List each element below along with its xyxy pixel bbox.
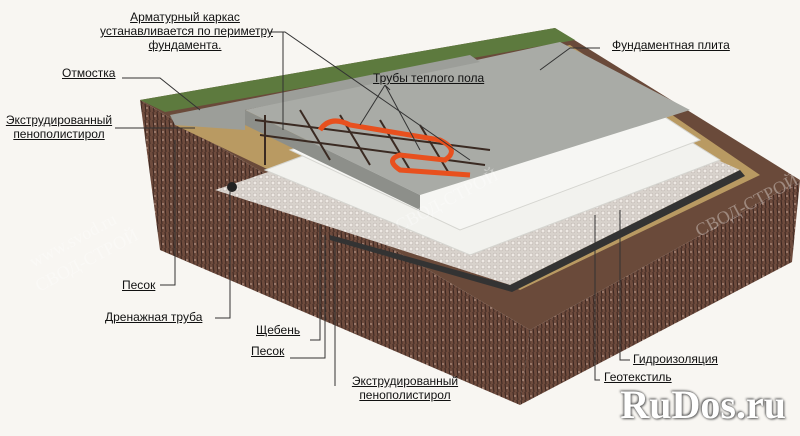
label-armature: Арматурный каркас устанавливается по пер…: [100, 10, 274, 52]
label-pipes: Трубы теплого пола: [373, 71, 485, 85]
label-sand-1: Песок: [122, 278, 156, 292]
slab-front: [245, 110, 420, 210]
grass-strip: [140, 28, 575, 112]
label-line: устанавливается по периметру: [100, 24, 274, 38]
label-geotextile: Геотекстиль: [604, 370, 672, 384]
label-gravel: Щебень: [256, 323, 301, 337]
label-drain-pipe: Дренажная труба: [105, 310, 203, 324]
label-waterproofing: Гидроизоляция: [633, 352, 718, 366]
label-line: Экструдированный: [5, 113, 113, 127]
label-line: Арматурный каркас: [130, 10, 240, 24]
label-otmostka: Отмостка: [62, 66, 116, 80]
label-line: Экструдированный: [351, 374, 459, 388]
heating-pipes: [317, 118, 471, 178]
label-line: пенополистирол: [13, 127, 105, 141]
label-eps-bottom: Экструдированный пенополистирол: [325, 374, 485, 402]
label-eps-top: Экструдированный пенополистирол: [0, 113, 118, 141]
rudos-watermark: RuDos.ru: [620, 382, 786, 427]
slab-top: [245, 42, 690, 195]
label-line: фундамента.: [148, 38, 222, 52]
soil-right-face: [520, 180, 800, 405]
drain-pipe: [227, 182, 237, 192]
leader-lines: [115, 31, 630, 386]
label-sand-2: Песок: [251, 344, 285, 358]
label-line: пенополистирол: [359, 388, 451, 402]
otmostka-slab: [170, 55, 480, 130]
label-slab: Фундаментная плита: [612, 38, 730, 52]
